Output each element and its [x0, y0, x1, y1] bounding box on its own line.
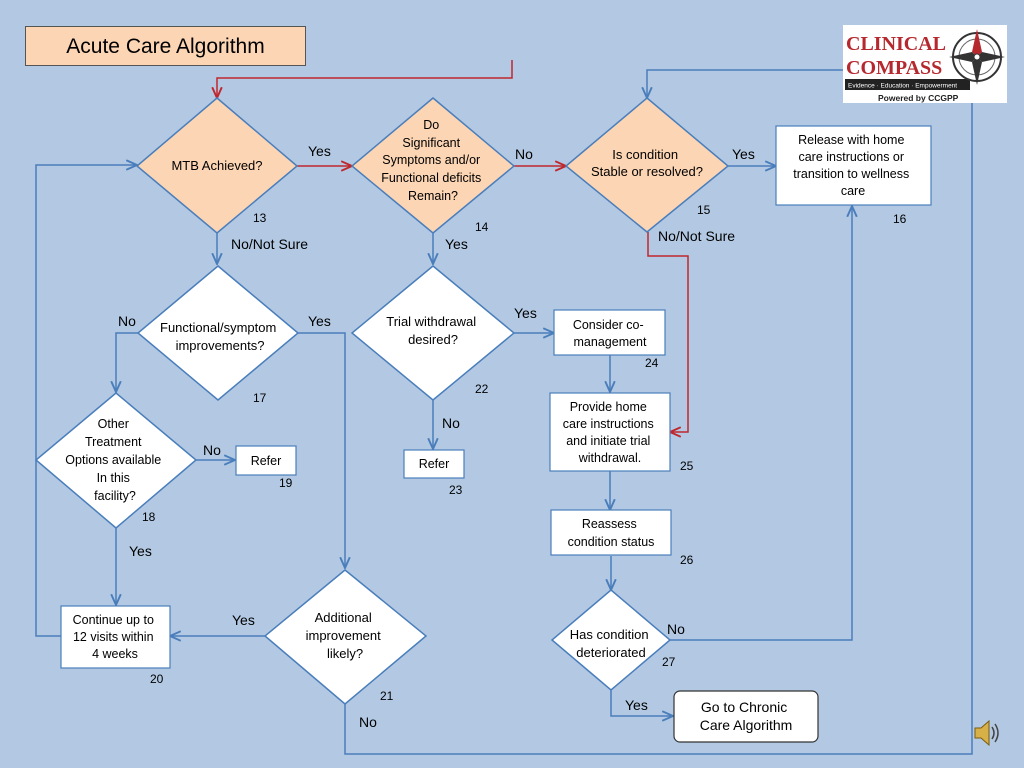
step-number-20: 20	[150, 672, 164, 686]
clinical-compass-logo: CLINICAL COMPASS Evidence · Education · …	[843, 25, 1007, 103]
edge-label-17-no: No	[118, 313, 136, 329]
decision-22-shape	[350, 265, 516, 401]
chronic-care-text[interactable]: Go to Chronic Care Algorithm	[700, 699, 793, 733]
step-number-17: 17	[253, 391, 267, 405]
decision-21-text: Additional improvement likely?	[306, 610, 385, 661]
step-number-19: 19	[279, 476, 293, 490]
process-25-text: Provide home care instructions and initi…	[563, 400, 658, 465]
decision-14-shape	[350, 97, 516, 234]
edge-label-18-no: No	[203, 442, 221, 458]
step-number-15: 15	[697, 203, 711, 217]
process-25-shape	[549, 392, 671, 472]
step-number-14: 14	[475, 220, 489, 234]
step-number-26: 26	[680, 553, 694, 567]
process-19-shape	[235, 445, 297, 476]
logo-line2: COMPASS	[846, 57, 942, 79]
edge-27-yes-chronic	[610, 690, 673, 716]
decision-17-shape	[136, 265, 300, 401]
step-number-16: 16	[893, 212, 907, 226]
edge-label-13-yes: Yes	[308, 143, 331, 159]
edge-label-15-yes: Yes	[732, 146, 755, 162]
decision-21-shape	[263, 569, 428, 705]
logo-tagline: Evidence · Education · Empowerment	[848, 83, 957, 90]
edge-17-yes-21	[298, 332, 345, 568]
logo-line1: CLINICAL	[846, 33, 946, 55]
step-number-13: 13	[253, 211, 267, 225]
step-number-23: 23	[449, 483, 463, 497]
process-26-shape	[550, 509, 672, 556]
edge-label-14-no: No	[515, 146, 533, 162]
speaker-icon[interactable]	[972, 716, 1002, 750]
compass-icon	[949, 29, 1005, 85]
edge-label-22-yes: Yes	[514, 305, 537, 321]
process-20-text: Continue up to 12 visits within 4 weeks	[73, 613, 158, 661]
edge-label-21-no: No	[359, 714, 377, 730]
edge-label-14-yes: Yes	[445, 236, 468, 252]
process-20-shape	[60, 605, 171, 669]
decision-18-shape	[34, 392, 198, 529]
decision-13-shape	[135, 97, 299, 234]
decision-27-shape	[550, 589, 672, 691]
step-number-24: 24	[645, 356, 659, 370]
process-23-text: Refer	[419, 457, 450, 471]
decision-15-text: Is condition Stable or resolved?	[591, 147, 703, 179]
edge-label-17-yes: Yes	[308, 313, 331, 329]
decision-22-text: Trial withdrawal desired?	[386, 314, 479, 347]
edge-20-loop-13	[35, 165, 137, 637]
edge-label-27-no: No	[667, 621, 685, 637]
step-number-27: 27	[662, 655, 676, 669]
edge-17-no-18	[116, 332, 138, 392]
decision-18-text: Other Treatment Options available In thi…	[65, 417, 164, 503]
edge-27-no-16	[670, 206, 852, 641]
edge-label-18-yes: Yes	[129, 543, 152, 559]
edge-label-22-no: No	[442, 415, 460, 431]
chronic-care-shape	[673, 690, 819, 743]
edge-label-21-yes: Yes	[232, 612, 255, 628]
decision-27-text: Has condition deteriorated	[570, 627, 652, 660]
edge-start-to-13	[217, 60, 513, 98]
edge-label-13-no: No/Not Sure	[231, 236, 308, 252]
step-number-18: 18	[142, 510, 156, 524]
process-19-text: Refer	[251, 454, 282, 468]
decision-17-text: Functional/symptom improvements?	[160, 320, 280, 353]
decision-15-shape	[564, 97, 730, 233]
process-26-text: Reassess condition status	[568, 517, 655, 549]
process-16-text: Release with home care instructions or t…	[793, 133, 913, 198]
title-box: Acute Care Algorithm	[25, 26, 306, 66]
process-24-shape	[553, 309, 666, 356]
step-number-21: 21	[380, 689, 394, 703]
step-number-25: 25	[680, 459, 694, 473]
edge-21-no-loop	[344, 103, 973, 755]
edge-label-15-no: No/Not Sure	[658, 228, 735, 244]
edge-15-no-25	[647, 232, 689, 432]
edge-logo-to-15	[647, 69, 843, 98]
process-23-shape	[403, 449, 465, 479]
step-number-22: 22	[475, 382, 489, 396]
logo-powered: Powered by CCGPP	[878, 93, 959, 103]
edge-label-27-yes: Yes	[625, 697, 648, 713]
decision-14-text: Do Significant Symptoms and/or Functiona…	[381, 118, 485, 203]
decision-13-text: MTB Achieved?	[171, 158, 262, 173]
process-16-shape	[775, 125, 932, 206]
page-title: Acute Care Algorithm	[66, 35, 265, 58]
process-24-text: Consider co- management	[573, 318, 647, 349]
